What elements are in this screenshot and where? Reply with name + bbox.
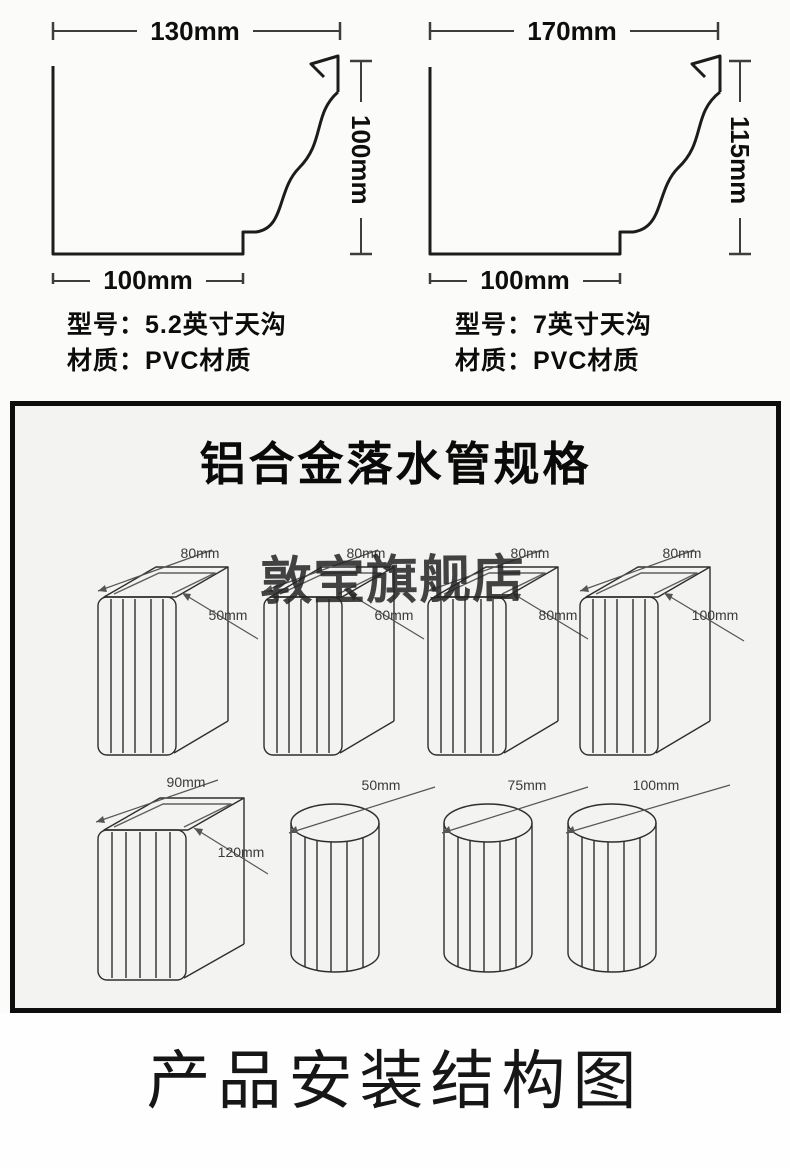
gutter-lip-hook — [690, 54, 722, 92]
pipe-round-75: 75mm — [436, 775, 611, 975]
pipe-top-dim-label: 100mm — [632, 777, 680, 793]
pipe-dimension-lines — [97, 549, 259, 640]
gutter-diagram-5inch: 130mm 100mm 100mm 型号：5.2英寸天沟 材质：PVC材质 — [45, 14, 390, 380]
gutter-lip-hook — [309, 54, 340, 92]
pipe-top-dim-label: 90mm — [166, 774, 206, 790]
pipe-top-dim-label: 80mm — [180, 545, 220, 561]
gutter-profile-drawing — [428, 22, 751, 284]
gutter-material-text: 材质：PVC材质 — [455, 347, 640, 375]
pipe-side-dim-label: 60mm — [374, 607, 414, 623]
spec-box-title: 铝合金落水管规格 — [199, 438, 592, 490]
pipe-dimension-lines — [441, 786, 589, 834]
dim-label-bottom-width: 100mm — [90, 265, 206, 295]
pipe-square-80x80: 80mm 80mm — [424, 545, 592, 760]
dim-label-height: 100mm — [346, 102, 376, 218]
pipe-top-dim-label: 80mm — [510, 545, 550, 561]
pipe-dimension-lines — [263, 549, 425, 640]
dim-label-height: 115mm — [725, 102, 755, 218]
gutter-diagram-7inch: 170mm 115mm 100mm 型号：7英寸天沟 材质：PVC材质 — [418, 14, 778, 380]
gutter-profile-path — [428, 67, 721, 256]
bottom-background — [0, 1013, 790, 1168]
dim-label-bottom-width: 100mm — [467, 265, 583, 295]
square-pipe-drawing — [427, 549, 589, 756]
square-pipe-drawing — [95, 779, 269, 981]
pipe-square-80x60: 80mm 60mm — [260, 545, 428, 760]
pipe-top-dim-label: 50mm — [361, 777, 401, 793]
pipe-round-100: 100mm — [560, 775, 755, 975]
shop-watermark: 敦宝旗舰店 — [259, 548, 526, 613]
round-pipe-drawing — [288, 786, 436, 973]
gutter-model-text: 型号：7英寸天沟 — [455, 311, 652, 339]
pipe-side-dim-label: 100mm — [691, 607, 739, 623]
pipe-top-dim-label: 80mm — [346, 545, 386, 561]
gutter-material-text: 材质：PVC材质 — [67, 347, 252, 375]
pipe-dimension-lines — [579, 549, 745, 642]
gutter-model-text: 型号：5.2英寸天沟 — [67, 311, 287, 339]
square-pipe-drawing — [97, 549, 259, 756]
pipe-dimension-lines — [565, 784, 731, 834]
pipe-square-80x50: 80mm 50mm — [94, 545, 262, 760]
pipe-side-dim-label: 80mm — [538, 607, 578, 623]
pipe-top-dim-label: 80mm — [662, 545, 702, 561]
pipe-square-90x120: 90mm 120mm — [92, 772, 272, 984]
gutter-profile-path — [51, 66, 340, 256]
pipe-dimension-lines — [95, 779, 269, 875]
pipe-side-dim-label: 50mm — [208, 607, 248, 623]
gutter-profile-drawing — [51, 22, 372, 284]
square-pipe-drawing — [263, 549, 425, 756]
pipe-dimension-lines — [427, 549, 589, 640]
dim-label-top-width: 170mm — [514, 16, 630, 46]
pipe-side-dim-label: 120mm — [217, 844, 265, 860]
dim-label-top-width: 130mm — [137, 16, 253, 46]
caption-installation-diagram: 产品安装结构图 — [146, 1045, 644, 1119]
pipe-square-80x100: 80mm 100mm — [576, 545, 751, 760]
pipe-top-dim-label: 75mm — [507, 777, 547, 793]
downspout-spec-box: 铝合金落水管规格 — [10, 401, 781, 1013]
pipe-dimension-lines — [288, 786, 436, 834]
round-pipe-drawing — [565, 784, 731, 973]
square-pipe-drawing — [579, 549, 745, 756]
pipe-round-50: 50mm — [283, 775, 453, 975]
round-pipe-drawing — [441, 786, 589, 973]
